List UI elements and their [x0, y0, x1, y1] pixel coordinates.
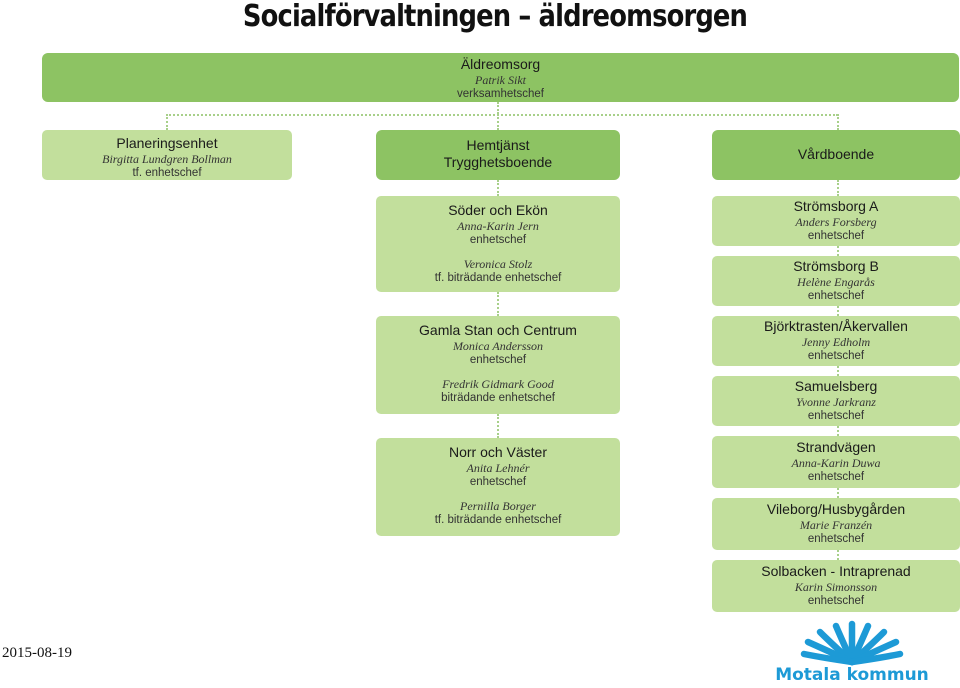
- vard-unit-stromsborg-a: Strömsborg A Anders Forsberg enhetschef: [712, 196, 960, 246]
- deputy-role: tf. biträdande enhetschef: [434, 272, 562, 284]
- deputy-role: biträdande enhetschef: [441, 392, 555, 404]
- connector: [837, 426, 839, 436]
- person-name: Karin Simonsson: [794, 580, 878, 594]
- person-role: enhetschef: [807, 471, 865, 483]
- connector: [166, 114, 168, 130]
- unit-name: Vårdboende: [797, 146, 875, 162]
- vard-unit-stromsborg-b: Strömsborg B Helène Engarås enhetschef: [712, 256, 960, 306]
- unit-name: Strömsborg A: [793, 198, 879, 214]
- connector: [837, 246, 839, 256]
- planeringsenhet-box: Planeringsenhet Birgitta Lundgren Bollma…: [42, 130, 292, 180]
- unit-name: Strandvägen: [796, 439, 876, 455]
- person-name: Helène Engarås: [797, 275, 875, 289]
- aldreomsorg-box: Äldreomsorg Patrik Sikt verksamhetschef: [42, 53, 959, 102]
- connector: [837, 488, 839, 498]
- connector: [497, 180, 499, 196]
- unit-name: Björktrasten/Åkervallen: [764, 318, 908, 334]
- unit-name: Strömsborg B: [793, 258, 879, 274]
- unit-name: Norr och Väster: [448, 444, 548, 460]
- vard-unit-solbacken: Solbacken - Intraprenad Karin Simonsson …: [712, 560, 960, 612]
- person-role: tf. enhetschef: [132, 167, 202, 179]
- person-name: Yvonne Jarkranz: [796, 395, 876, 409]
- connector: [837, 366, 839, 376]
- connector: [497, 292, 499, 316]
- person-name: Monica Andersson: [452, 339, 544, 353]
- vardboende-box: Vårdboende: [712, 130, 960, 180]
- hem-unit-norr-vaster: Norr och Väster Anita Lehnér enhetschef …: [376, 438, 620, 536]
- deputy-name: Veronica Stolz: [463, 257, 533, 271]
- deputy-name: Pernilla Borger: [460, 499, 536, 513]
- unit-name-line1: Hemtjänst: [466, 137, 530, 153]
- unit-name: Planeringsenhet: [116, 135, 218, 151]
- unit-name: Solbacken - Intraprenad: [761, 563, 911, 579]
- hem-unit-gamla-stan: Gamla Stan och Centrum Monica Andersson …: [376, 316, 620, 414]
- connector: [837, 306, 839, 316]
- logo-text: Motala kommun: [775, 665, 929, 685]
- vard-unit-bjorktrasten: Björktrasten/Åkervallen Jenny Edholm enh…: [712, 316, 960, 366]
- connector: [837, 114, 839, 130]
- unit-name: Söder och Ekön: [448, 202, 548, 218]
- connector: [166, 114, 838, 116]
- deputy-name: Fredrik Gidmark Good: [442, 377, 554, 391]
- crown-icon: [800, 620, 904, 666]
- vard-unit-strandvagen: Strandvägen Anna-Karin Duwa enhetschef: [712, 436, 960, 488]
- person-role: enhetschef: [807, 533, 865, 545]
- connector: [497, 102, 499, 114]
- person-role: enhetschef: [469, 354, 527, 366]
- person-name: Patrik Sikt: [475, 73, 526, 87]
- unit-name: Gamla Stan och Centrum: [419, 322, 577, 338]
- unit-name: Samuelsberg: [794, 378, 878, 394]
- person-name: Birgitta Lundgren Bollman: [102, 152, 232, 166]
- person-name: Jenny Edholm: [801, 335, 871, 349]
- hemtjanst-box: Hemtjänst Trygghetsboende: [376, 130, 620, 180]
- person-role: enhetschef: [807, 290, 865, 302]
- document-date: 2015-08-19: [2, 645, 72, 661]
- connector: [837, 180, 839, 196]
- connector: [497, 414, 499, 438]
- vard-unit-vileborg: Vileborg/Husbygården Marie Franzén enhet…: [712, 498, 960, 550]
- person-name: Anita Lehnér: [466, 461, 530, 475]
- vard-unit-samuelsberg: Samuelsberg Yvonne Jarkranz enhetschef: [712, 376, 960, 426]
- person-role: enhetschef: [807, 595, 865, 607]
- person-name: Anna-Karin Jern: [457, 219, 539, 233]
- connector: [497, 114, 499, 130]
- person-role: enhetschef: [469, 476, 527, 488]
- unit-name-line2: Trygghetsboende: [443, 154, 553, 170]
- person-role: verksamhetschef: [457, 88, 544, 100]
- person-role: enhetschef: [807, 410, 865, 422]
- unit-name: Vileborg/Husbygården: [766, 501, 906, 517]
- hem-unit-soder-ekon: Söder och Ekön Anna-Karin Jern enhetsche…: [376, 196, 620, 292]
- page-title: Socialförvaltningen – äldreomsorgen: [242, 0, 748, 34]
- connector: [837, 550, 839, 560]
- person-role: enhetschef: [469, 234, 527, 246]
- person-role: enhetschef: [807, 350, 865, 362]
- person-role: enhetschef: [807, 230, 865, 242]
- person-name: Anders Forsberg: [795, 215, 877, 229]
- person-name: Anna-Karin Duwa: [791, 456, 881, 470]
- motala-kommun-logo: Motala kommun: [752, 610, 952, 688]
- person-name: Marie Franzén: [799, 518, 873, 532]
- unit-name: Äldreomsorg: [460, 56, 541, 72]
- deputy-role: tf. biträdande enhetschef: [434, 514, 562, 526]
